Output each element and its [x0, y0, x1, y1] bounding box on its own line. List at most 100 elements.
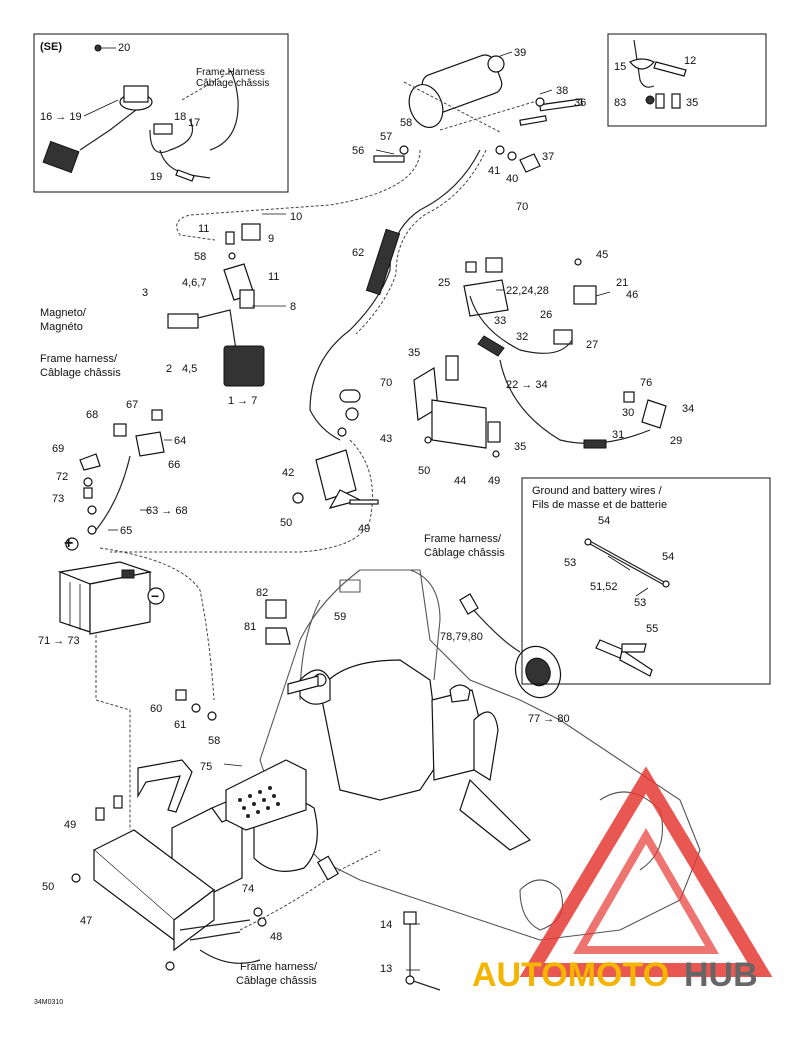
callout: 69 [52, 443, 64, 455]
callout: 35 [686, 97, 698, 109]
callout: 76 [640, 377, 652, 389]
callout: 2 [166, 363, 172, 375]
trigger-coil [459, 593, 562, 699]
callout: 13 [380, 963, 392, 975]
relay-bracket [413, 355, 501, 458]
callout: 22 → 34 [506, 379, 548, 391]
ground-wire-box [521, 477, 771, 685]
watermark-text-b: HUB [684, 956, 758, 994]
callout: 45 [596, 249, 608, 261]
battery-cable-parts [65, 409, 165, 551]
callout: 63 → 68 [146, 505, 188, 517]
callout: 72 [56, 471, 68, 483]
callout: 9 [268, 233, 274, 245]
callout: 50 [280, 517, 292, 529]
callout: 35 [514, 441, 526, 453]
callout: 74 [242, 883, 254, 895]
callout: 30 [622, 407, 634, 419]
callout: 62 [352, 247, 364, 259]
callout: 3 [142, 287, 148, 299]
frame-harness-top-fr: Câblage châssis [196, 78, 269, 89]
ground-box-title-en: Ground and battery wires / [532, 485, 663, 497]
callout: 49 [488, 475, 500, 487]
callout: 78,79,80 [440, 631, 483, 643]
frame-harness-bottom-fr: Câblage châssis [236, 975, 317, 987]
callout: 40 [506, 173, 518, 185]
callout: 49 [358, 523, 370, 535]
callout: 53 [634, 597, 646, 609]
callout: 71 → 73 [38, 635, 80, 647]
ground-box-title-fr: Fils de masse et de batterie [532, 499, 667, 511]
callout: 50 [418, 465, 430, 477]
callout: 44 [454, 475, 466, 487]
callout: 75 [200, 761, 212, 773]
ties-inset-box [607, 33, 767, 127]
callout: 47 [80, 915, 92, 927]
callout: 1 → 7 [228, 395, 257, 407]
callout: 70 [516, 201, 528, 213]
callout: 54 [598, 515, 610, 527]
callout: 17 [188, 117, 200, 129]
frame-harness-mid-en: Frame harness/ [424, 533, 502, 545]
battery-plus-sign: + [64, 535, 73, 552]
callout: 82 [256, 587, 268, 599]
harness-wires [95, 149, 487, 830]
callout: 14 [380, 919, 392, 931]
magneto-label-en: Magneto/ [40, 307, 87, 319]
callout: 58 [194, 251, 206, 263]
callout: 65 [120, 525, 132, 537]
leader-lines [83, 47, 649, 971]
callout: 64 [174, 435, 186, 447]
callout: 38 [556, 85, 568, 97]
callout: 51,52 [590, 581, 618, 593]
callout: 27 [586, 339, 598, 351]
callout: 70 [380, 377, 392, 389]
callout: 29 [670, 435, 682, 447]
vehicle-frame [225, 569, 701, 991]
callout: 35 [408, 347, 420, 359]
callout: 57 [380, 131, 392, 143]
callout: 42 [282, 467, 294, 479]
se-inset-box: (SE) [33, 33, 289, 193]
callout: 41 [488, 165, 500, 177]
regulator-assembly [167, 223, 265, 387]
callout: 26 [540, 309, 552, 321]
se-tag: (SE) [40, 41, 62, 53]
callout: 25 [438, 277, 450, 289]
callout: 49 [64, 819, 76, 831]
callout: 19 [150, 171, 162, 183]
frame-harness-bottom-en: Frame harness/ [240, 961, 318, 973]
callout: 81 [244, 621, 256, 633]
callout: 32 [516, 331, 528, 343]
frame-harness-left-en: Frame harness/ [40, 353, 118, 365]
callout: 39 [514, 47, 526, 59]
watermark-logo: AUTOMOTO HUB [472, 766, 773, 994]
fuse-holder-parts [175, 599, 327, 721]
watermark-text-a: AUTOMOTO [472, 956, 669, 994]
callout: 18 [174, 111, 186, 123]
callout: 36 [574, 97, 586, 109]
callout: 10 [290, 211, 302, 223]
callout: 33 [494, 315, 506, 327]
magneto-label-fr: Magnéto [40, 321, 83, 333]
callout: 54 [662, 551, 674, 563]
ignition-module-group [463, 257, 667, 449]
callout: 73 [52, 493, 64, 505]
callout: 46 [626, 289, 638, 301]
callout: 16 → 19 [40, 111, 82, 123]
callout: 58 [400, 117, 412, 129]
starter-solenoid [292, 389, 379, 509]
callout: 68 [86, 409, 98, 421]
callout: 21 [616, 277, 628, 289]
callout: 50 [42, 881, 54, 893]
callout: 37 [542, 151, 554, 163]
callout: 67 [126, 399, 138, 411]
figure-code: 34M0310 [34, 999, 63, 1006]
callout: 4,6,7 [182, 277, 206, 289]
callout: 20 [118, 42, 130, 54]
callout: 59 [334, 611, 346, 623]
callout: 11 [268, 271, 279, 283]
frame-harness-left-fr: Câblage châssis [40, 367, 121, 379]
